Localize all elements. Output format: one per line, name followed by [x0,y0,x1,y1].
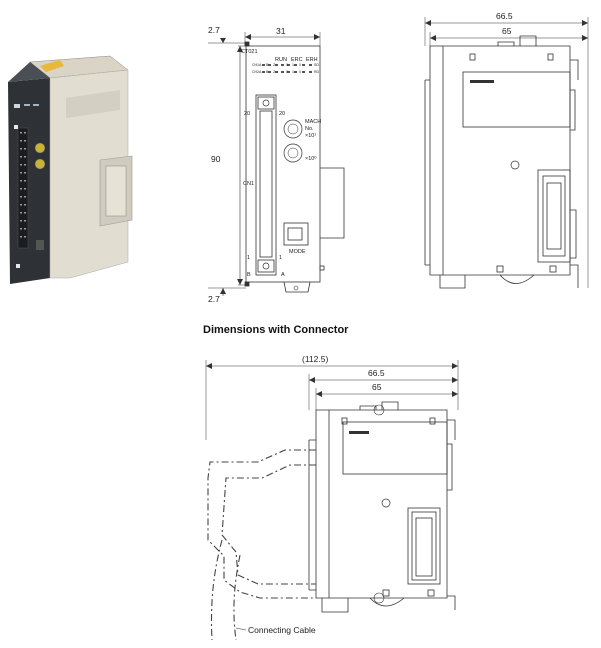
pin-bottom-left: 1 [247,255,250,261]
led-label: 1 [292,70,294,74]
dim-connector-depth-total: 66.5 [368,368,385,378]
led-label: 0 [299,63,301,67]
mode-label: MODE [289,249,306,255]
switch-x10-1: ×10¹ [305,133,316,139]
led-label: SD [314,63,319,67]
led-run: RUN [275,57,287,63]
led-label: 0 [299,70,301,74]
switch-x10-0: ×10º [305,155,316,162]
led-label: CH2 [252,70,259,74]
side-view-drawing [424,17,589,289]
led-label: Z [273,63,276,67]
switch-mach: MACH [305,119,321,125]
model-label: CT021 [241,49,258,55]
dim-height: 90 [211,154,221,164]
row-a: A [281,272,285,278]
led-label: Z [273,70,276,74]
product-photo [8,55,133,284]
led-label: RD [314,70,320,74]
section-heading: Dimensions with Connector [203,324,349,336]
dim-connector-depth-body: 65 [372,382,382,392]
led-label: 1 [292,63,294,67]
front-view-drawing [208,32,345,296]
led-label: 0 [286,70,288,74]
dim-bottom-offset: 2.7 [208,294,220,304]
pin-top-left: 20 [244,111,250,117]
led-label: B [266,63,269,67]
row-b: B [247,272,251,278]
led-label: 0 [286,63,288,67]
pin-bottom-right: 1 [279,255,282,261]
connector-label: CN1 [243,181,254,187]
led-label: A [259,63,262,67]
led-label: A [259,70,262,74]
dim-depth-body: 65 [502,26,512,36]
dim-connector-total: (112.5) [302,354,328,364]
connector-view-drawing [205,360,459,641]
led-erc: ERC [291,57,303,63]
dim-width: 31 [276,26,286,36]
led-erh: ERH [306,57,318,63]
cable-label: Connecting Cable [248,625,316,635]
dim-depth-total: 66.5 [496,11,513,21]
led-label: CH1 [252,63,259,67]
dim-top-offset: 2.7 [208,25,220,35]
led-label: B [266,70,269,74]
pin-top-right: 20 [279,111,285,117]
switch-no: No. [305,126,314,132]
